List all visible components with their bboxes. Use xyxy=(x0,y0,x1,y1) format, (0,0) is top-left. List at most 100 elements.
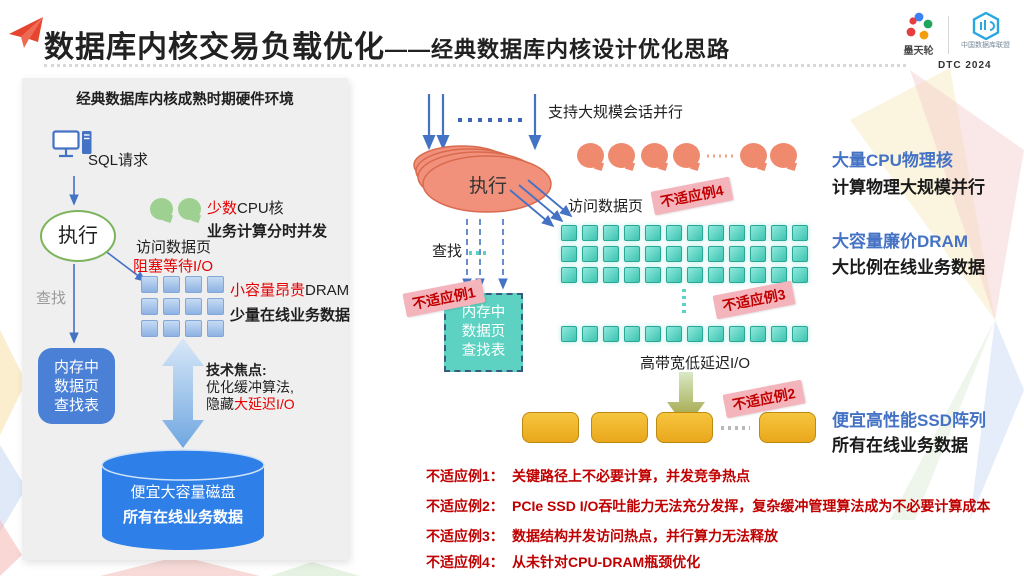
note-text: PCIe SSD I/O吞吐能力无法充分发挥，复杂缓冲管理算法成为不必要计算成本 xyxy=(512,498,991,514)
membox-line: 查找表 xyxy=(461,343,506,359)
dram-cell xyxy=(666,246,682,262)
dram-cell xyxy=(645,225,661,241)
membox-line: 数据页 xyxy=(461,324,506,340)
dram-cell xyxy=(750,267,766,283)
session-bubble-icon xyxy=(770,143,797,168)
note-case1: 不适应例1： 关键路径上不必要计算，并发竞争热点 xyxy=(426,466,750,486)
note-text: 关键路径上不必要计算，并发竞争热点 xyxy=(512,468,750,484)
dram-cell xyxy=(561,225,577,241)
dram-cell xyxy=(687,246,703,262)
event-label: DTC 2024 xyxy=(938,60,992,71)
dram-title-right: 大容量廉价DRAM xyxy=(832,232,968,251)
dram-cell xyxy=(687,326,703,342)
dram-cell xyxy=(645,267,661,283)
dram-cell xyxy=(185,276,202,293)
dram-sub-right: 大比例在线业务数据 xyxy=(832,258,985,277)
dram-cell xyxy=(163,298,180,315)
left-panel-title: 经典数据库内核成熟时期硬件环境 xyxy=(76,92,294,108)
ssd-sub-right: 所有在线业务数据 xyxy=(832,436,968,455)
dram-cell xyxy=(603,246,619,262)
disk-sub: 所有在线业务数据 xyxy=(122,509,243,526)
dram-cell xyxy=(708,246,724,262)
lookup-label-left: 查找 xyxy=(36,290,67,307)
note-case4: 不适应例4： 从未针对CPU-DRAM瓶颈优化 xyxy=(426,552,700,572)
tech-focus-line2: 隐藏 xyxy=(206,396,234,412)
dram-cell xyxy=(771,246,787,262)
dram-label-red: 小容量昂贵 xyxy=(230,282,306,299)
dram-cell xyxy=(185,298,202,315)
dram-cell xyxy=(141,298,158,315)
ssd-title-right: 便宜高性能SSD阵列 xyxy=(832,411,986,430)
title-main: 数据库内核交易负载优化 xyxy=(44,31,385,64)
dram-cell xyxy=(185,320,202,337)
dram-cell xyxy=(645,326,661,342)
note-label: 不适应例3： xyxy=(426,528,504,544)
tech-focus-line2-red: 大延迟I/O xyxy=(234,396,295,412)
dashed-lookup-arrows xyxy=(462,219,508,290)
dram-cell xyxy=(582,246,598,262)
dram-cell xyxy=(645,246,661,262)
membox-line: 查找表 xyxy=(53,397,99,414)
block-io-label: 阻塞等待I/O xyxy=(133,258,214,275)
dram-cell xyxy=(141,276,158,293)
dram-cell xyxy=(750,326,766,342)
dram-cell xyxy=(603,326,619,342)
dram-cell xyxy=(561,326,577,342)
note-case2: 不适应例2： PCIe SSD I/O吞吐能力无法充分发挥，复杂缓冲管理算法成为… xyxy=(426,496,990,516)
note-label: 不适应例4： xyxy=(426,554,504,570)
dram-cell xyxy=(792,246,808,262)
memory-lookup-box-left: 内存中 数据页 查找表 xyxy=(38,348,115,424)
session-bubble-icon xyxy=(641,143,668,168)
cpu-count-label: 少数CPU核 xyxy=(207,200,284,218)
badge-case4: 不适应例4 xyxy=(650,176,734,216)
dram-sub-left: 少量在线业务数据 xyxy=(230,307,351,324)
logo-divider xyxy=(947,16,949,54)
chat-bubble-icon xyxy=(150,198,173,220)
cpu-count-red: 少数 xyxy=(207,200,238,217)
dram-label-black: DRAM xyxy=(305,282,350,299)
dram-cell xyxy=(666,225,682,241)
dram-cell xyxy=(771,326,787,342)
membox-line: 内存中 xyxy=(53,359,99,376)
ssd-box xyxy=(591,412,648,443)
chat-bubble-icon xyxy=(178,198,201,220)
alliance-logo-icon xyxy=(972,12,999,40)
title-divider xyxy=(44,64,906,67)
dram-cell xyxy=(561,246,577,262)
execute-oval-left: 执行 xyxy=(40,210,116,262)
dram-cell xyxy=(163,276,180,293)
membox-line: 数据页 xyxy=(53,378,99,395)
paper-plane-icon xyxy=(9,17,43,48)
title-subtitle: ——经典数据库内核设计优化思路 xyxy=(385,37,731,62)
dram-cell xyxy=(624,267,640,283)
dram-cell xyxy=(729,326,745,342)
dram-cell xyxy=(624,246,640,262)
sessions-label: 支持大规模会话并行 xyxy=(548,104,684,121)
dram-cell xyxy=(603,267,619,283)
cpu-sub-label: 业务计算分时并发 xyxy=(207,223,328,240)
badge-case3: 不适应例3 xyxy=(712,280,796,320)
dram-cell xyxy=(666,267,682,283)
session-bubble-icon xyxy=(740,143,767,168)
note-text: 从未针对CPU-DRAM瓶颈优化 xyxy=(512,554,701,570)
dram-cell xyxy=(687,267,703,283)
dram-cell xyxy=(708,225,724,241)
dram-cell xyxy=(666,326,682,342)
modb-logo-label: 墨天轮 xyxy=(903,46,934,57)
cpu-count-black: CPU核 xyxy=(237,200,284,217)
logo-area: 墨天轮 中国数据库联盟 xyxy=(896,12,1016,57)
alliance-logo-label: 中国数据库联盟 xyxy=(961,42,1010,49)
disk-title: 便宜大容量磁盘 xyxy=(130,484,236,501)
dram-cell xyxy=(729,246,745,262)
dram-label-left: 小容量昂贵DRAM xyxy=(230,282,349,300)
ssd-box xyxy=(522,412,579,443)
cpu-sub-right: 计算物理大规模并行 xyxy=(832,178,985,197)
dram-cell xyxy=(582,267,598,283)
computer-icon xyxy=(52,130,92,158)
cpu-title-right: 大量CPU物理核 xyxy=(832,151,953,170)
dram-cell xyxy=(708,326,724,342)
tech-focus-line1: 优化缓冲算法, xyxy=(206,379,294,395)
session-bubble-icon xyxy=(673,143,700,168)
ssd-box xyxy=(656,412,713,443)
sql-request-label: SQL请求 xyxy=(88,152,149,169)
